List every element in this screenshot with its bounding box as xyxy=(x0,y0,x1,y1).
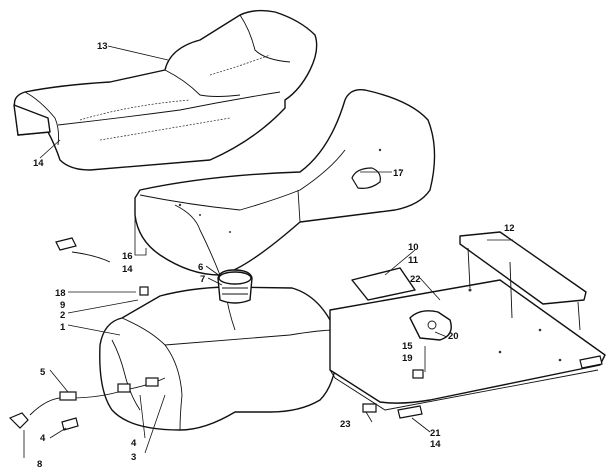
callout-9: 9 xyxy=(60,300,65,311)
tank-clip xyxy=(139,286,149,296)
seat-front-cap xyxy=(13,104,51,136)
callout-8: 8 xyxy=(37,459,42,470)
callout-22: 22 xyxy=(410,274,421,285)
rubber-pad-left xyxy=(362,403,377,413)
callout-16: 16 xyxy=(122,251,133,262)
callout-14: 14 xyxy=(33,158,44,169)
callout-10: 10 xyxy=(408,242,419,253)
callout-20: 20 xyxy=(448,331,459,342)
callout-15: 15 xyxy=(402,341,413,352)
hose-connector xyxy=(55,237,77,251)
callout-labels: 13 14 17 16 14 6 7 18 9 2 1 10 11 22 12 … xyxy=(33,41,515,470)
callout-4: 4 xyxy=(40,433,46,444)
seat-latch xyxy=(351,167,381,189)
strap xyxy=(351,267,416,301)
latch-bracket xyxy=(409,310,452,341)
floor-tray-assembly xyxy=(329,231,606,419)
mount-bracket xyxy=(459,231,587,305)
callout-21: 21 xyxy=(430,428,441,439)
callout-5: 5 xyxy=(40,367,46,378)
retainer-clip xyxy=(412,369,424,379)
seat-base-shell xyxy=(134,89,436,276)
fuel-tank-assembly xyxy=(99,269,339,431)
rubber-pad-right xyxy=(397,405,423,419)
corner-pad xyxy=(579,355,603,369)
callout-17: 17 xyxy=(393,168,404,179)
callout-12: 12 xyxy=(504,223,515,234)
seat-assembly xyxy=(13,9,436,276)
fuel-tank-body xyxy=(99,286,339,431)
hose-fitting xyxy=(61,417,79,431)
seat-cushion xyxy=(13,9,318,171)
callout-4: 4 xyxy=(131,438,137,449)
callout-14: 14 xyxy=(122,264,133,275)
callout-19: 19 xyxy=(402,353,413,364)
callout-3: 3 xyxy=(131,452,136,463)
fuel-sender xyxy=(8,412,29,429)
callout-18: 18 xyxy=(55,288,66,299)
callout-23: 23 xyxy=(340,419,351,430)
inline-filter xyxy=(59,391,77,401)
callout-7: 7 xyxy=(200,274,205,285)
callout-6: 6 xyxy=(198,262,203,273)
callout-2: 2 xyxy=(60,310,65,321)
callout-11: 11 xyxy=(408,255,419,266)
callout-13: 13 xyxy=(97,41,108,52)
fuel-line-assembly xyxy=(8,237,166,431)
callout-1: 1 xyxy=(60,322,66,333)
callout-leaders xyxy=(23,45,513,458)
callout-14: 14 xyxy=(430,439,441,450)
